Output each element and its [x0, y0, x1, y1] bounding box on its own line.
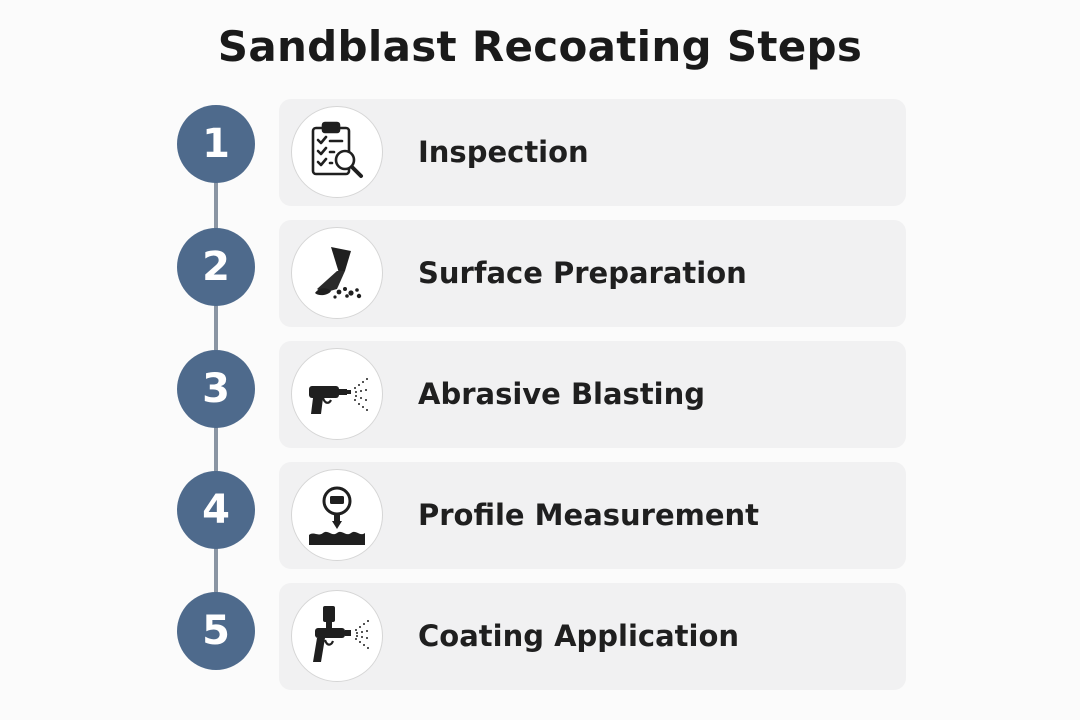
step-card-surface-preparation: Surface Preparation: [279, 220, 906, 327]
step-label: Coating Application: [418, 619, 740, 653]
step-label: Abrasive Blasting: [418, 377, 706, 411]
step-label: Inspection: [418, 135, 589, 169]
step-number-badge: 4: [177, 471, 255, 549]
scraper-debris-icon: [315, 247, 362, 299]
step-label: Surface Preparation: [418, 256, 747, 290]
diagram-title: Sandblast Recoating Steps: [217, 22, 863, 71]
step-number-badge: 2: [177, 228, 255, 306]
step-icon-holder: [291, 590, 383, 682]
step-card-profile-measurement: Profile Measurement: [279, 462, 906, 569]
step-label: Profile Measurement: [418, 498, 760, 532]
step-icon-holder: [291, 469, 383, 561]
step-card-abrasive-blasting: Abrasive Blasting: [279, 341, 906, 448]
spray-gun-icon: [313, 606, 369, 662]
step-icon-holder: [291, 348, 383, 440]
step-card-coating-application: Coating Application: [279, 583, 906, 690]
clipboard-magnifier-icon: [311, 121, 363, 178]
step-icon-holder: [291, 227, 383, 319]
step-number-badge: 3: [177, 350, 255, 428]
step-icon-holder: [291, 106, 383, 198]
step-number-badge: 5: [177, 592, 255, 670]
step-number-badge: 1: [177, 105, 255, 183]
blast-gun-icon: [309, 378, 368, 414]
profile-gauge-icon: [309, 486, 365, 545]
step-card-inspection: Inspection: [279, 99, 906, 206]
